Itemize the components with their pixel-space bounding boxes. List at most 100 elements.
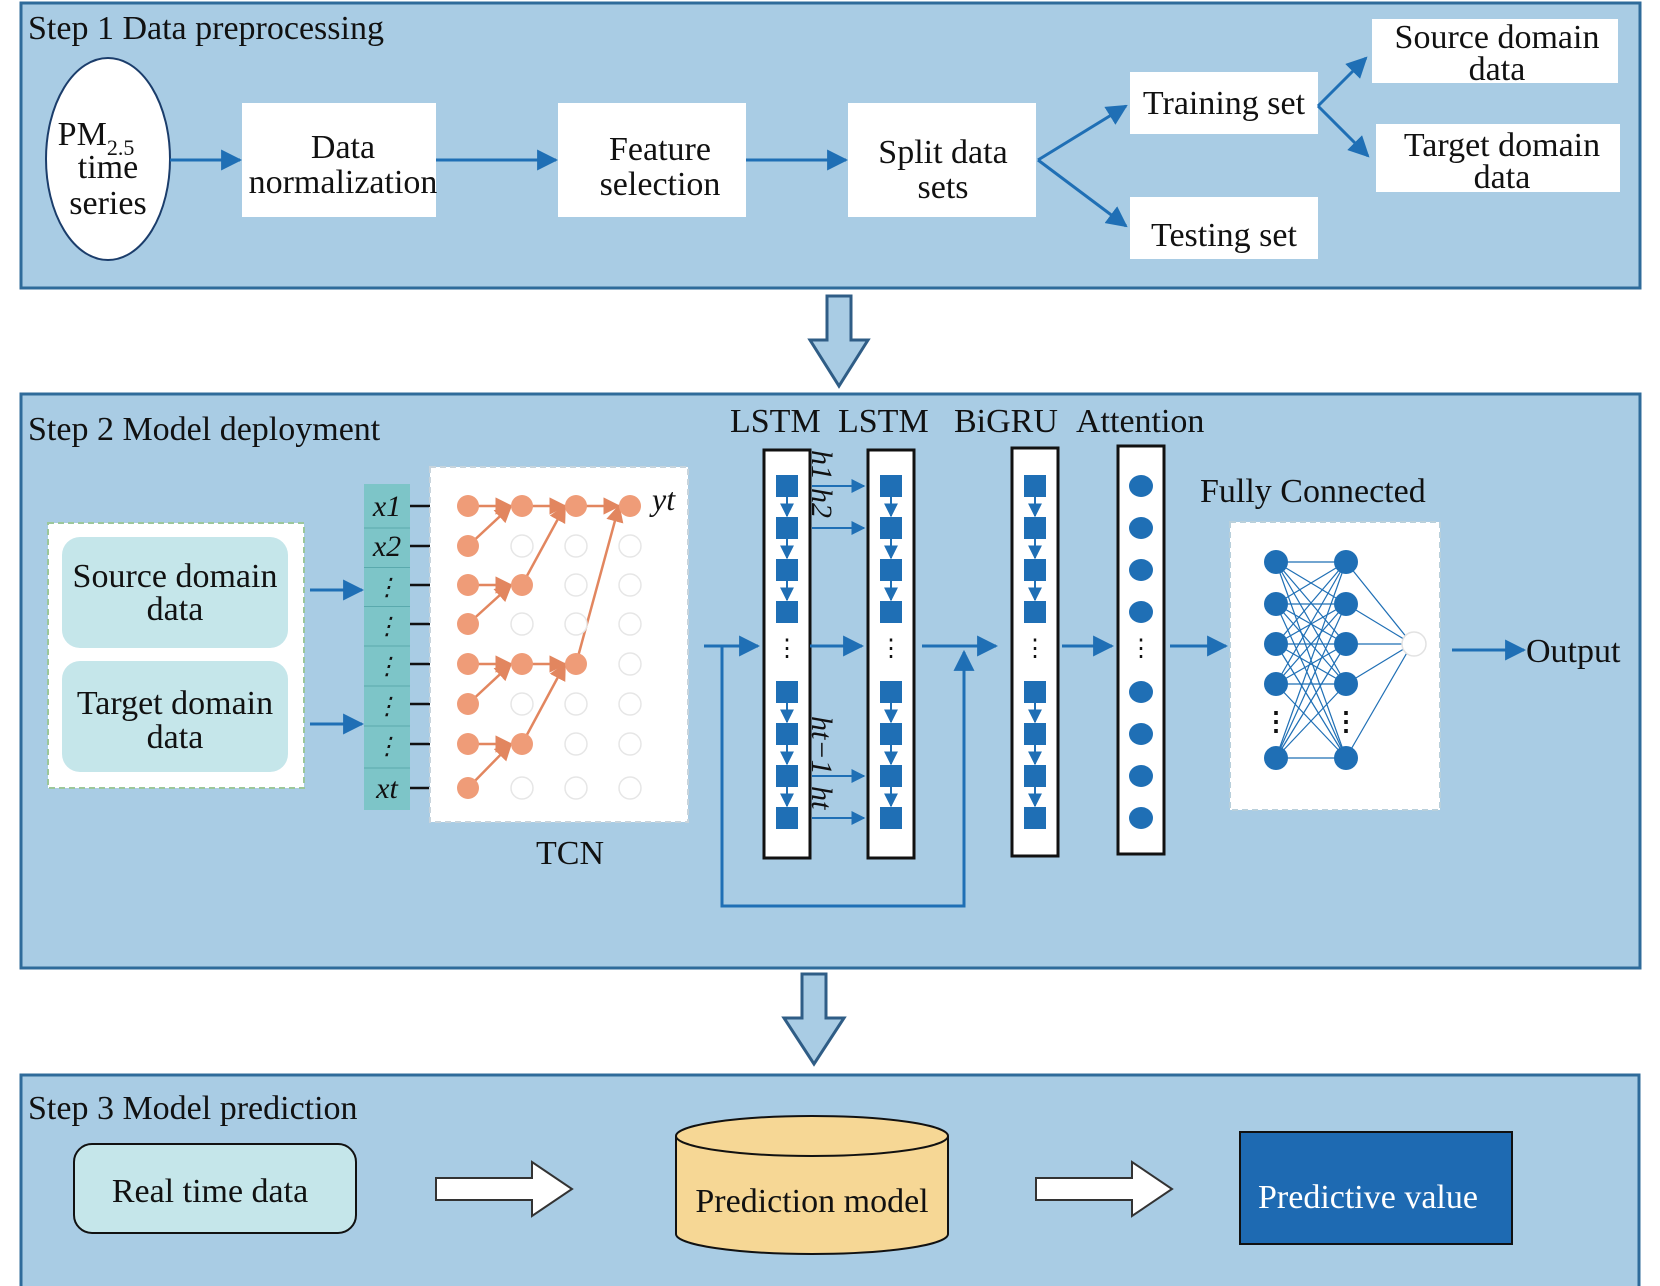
- svg-text:Feature: Feature: [609, 131, 711, 168]
- svg-text:Target domain: Target domain: [77, 685, 273, 722]
- step2-title: Step 2 Model deployment: [28, 411, 381, 448]
- svg-text:PM2.5: PM2.5: [58, 116, 135, 160]
- lstm-1-block: [776, 765, 798, 787]
- layer-label-bigru: BiGRU: [954, 403, 1058, 440]
- step3-title: Step 3 Model prediction: [28, 1090, 358, 1127]
- tcn-node-inactive: [564, 573, 588, 597]
- arrow-to-source-domain: [1316, 56, 1368, 108]
- svg-text:data: data: [147, 591, 204, 628]
- tcn-node-inactive: [618, 692, 642, 716]
- tcn-node-inactive: [564, 534, 588, 558]
- tcn-node-inactive: [618, 573, 642, 597]
- svg-text:Testing set: Testing set: [1151, 217, 1297, 254]
- layer-label-attention: Attention: [1076, 403, 1204, 440]
- fc-edge: [1275, 561, 1347, 605]
- svg-text:Predictive value: Predictive value: [1258, 1179, 1478, 1216]
- fc-edge: [1275, 603, 1347, 759]
- lstm-1-ellipsis: ⋮: [775, 636, 799, 662]
- tcn-node-active: [565, 495, 587, 517]
- fc-node-output: [1401, 631, 1427, 657]
- bigru-block: [1024, 601, 1046, 623]
- tcn-node-active: [511, 495, 533, 517]
- fc-ellipsis: ⋮: [1333, 707, 1359, 736]
- input-strip-bg: [364, 484, 410, 810]
- input-label: x2: [372, 530, 401, 563]
- lstm-2-block: [880, 475, 902, 497]
- lstm-1-block: [776, 723, 798, 745]
- attention-node: [1129, 475, 1153, 497]
- lstm-1-block: [776, 517, 798, 539]
- input-label: xt: [375, 772, 398, 805]
- fc-edge: [1275, 683, 1347, 759]
- tcn-edge: [520, 504, 567, 586]
- attention-node: [1129, 517, 1153, 539]
- input-label: ⋮: [375, 575, 399, 601]
- fc-edge: [1275, 643, 1347, 759]
- pm-line3: series: [69, 185, 146, 222]
- layer-label-lstm-2: LSTM: [838, 403, 929, 440]
- tcn-edge: [520, 662, 567, 745]
- tcn-node-inactive: [564, 776, 588, 800]
- lstm-1-block: [776, 601, 798, 623]
- lstm-1-block: [776, 475, 798, 497]
- lstm-2-block: [880, 559, 902, 581]
- input-label: ⋮: [375, 614, 399, 640]
- lstm-1-block: [776, 681, 798, 703]
- tcn-node-inactive: [618, 732, 642, 756]
- fully-connected-label: Fully Connected: [1200, 473, 1426, 510]
- step2-target-domain-box: Target domain data: [62, 661, 288, 772]
- arrow-to-training: [1037, 104, 1128, 162]
- tcn-network: [457, 495, 642, 800]
- layer-label-lstm-1: LSTM: [730, 403, 821, 440]
- tcn-node-inactive: [510, 534, 534, 558]
- svg-text:data: data: [1469, 51, 1526, 88]
- pm-subscript: 2.5: [107, 135, 135, 160]
- fc-node-input: [1264, 672, 1288, 696]
- tcn-node-active: [457, 613, 479, 635]
- bigru-block: [1024, 723, 1046, 745]
- tcn-node-inactive: [618, 776, 642, 800]
- tcn-panel: [429, 466, 689, 823]
- tcn-node-active: [457, 495, 479, 517]
- bigru-block: [1024, 559, 1046, 581]
- tcn-node-inactive: [510, 612, 534, 636]
- step2-to-step3-arrow: [781, 972, 847, 1067]
- svg-text:Real time data: Real time data: [112, 1173, 308, 1210]
- testing-set-box: Testing set: [1130, 197, 1318, 259]
- pm25-time-series: PM2.5 time series: [45, 57, 171, 261]
- svg-text:Target domain: Target domain: [1404, 127, 1600, 164]
- lstm-2-block: [880, 807, 902, 829]
- step1-source-domain-box: Source domain data: [1372, 19, 1618, 88]
- lstm-2-block: [880, 601, 902, 623]
- fc-node-hidden: [1334, 550, 1358, 574]
- attention-node: [1129, 559, 1153, 581]
- hollow-arrow-2: [1035, 1160, 1174, 1218]
- svg-text:Training set: Training set: [1143, 85, 1306, 122]
- bigru-block: [1024, 475, 1046, 497]
- tcn-node-inactive: [618, 612, 642, 636]
- fc-edge: [1275, 561, 1347, 645]
- pm-line2: time: [78, 149, 138, 186]
- tcn-node-active: [457, 777, 479, 799]
- svg-text:Source domain: Source domain: [1395, 19, 1600, 56]
- fc-node-input: [1264, 550, 1288, 574]
- hidden-h2: h2: [805, 488, 838, 518]
- input-label: ⋮: [375, 654, 399, 680]
- fc-edge: [1275, 603, 1347, 685]
- recurrent-blocks: ⋮⋮⋮⋮: [775, 475, 1153, 829]
- svg-text:data: data: [147, 719, 204, 756]
- attention-node: [1129, 807, 1153, 829]
- tcn-node-active: [457, 574, 479, 596]
- fully-connected-network: ⋮⋮: [1263, 550, 1427, 770]
- lstm-2-block: [880, 765, 902, 787]
- svg-text:selection: selection: [600, 166, 721, 203]
- bigru-block: [1024, 807, 1046, 829]
- svg-text:normalization: normalization: [249, 164, 438, 201]
- svg-text:data: data: [1474, 159, 1531, 196]
- tcn-node-active: [457, 535, 479, 557]
- lstm-1-block: [776, 559, 798, 581]
- svg-text:Split data: Split data: [878, 134, 1007, 171]
- step1-to-step2-arrow: [807, 294, 871, 389]
- output-label: Output: [1526, 633, 1621, 670]
